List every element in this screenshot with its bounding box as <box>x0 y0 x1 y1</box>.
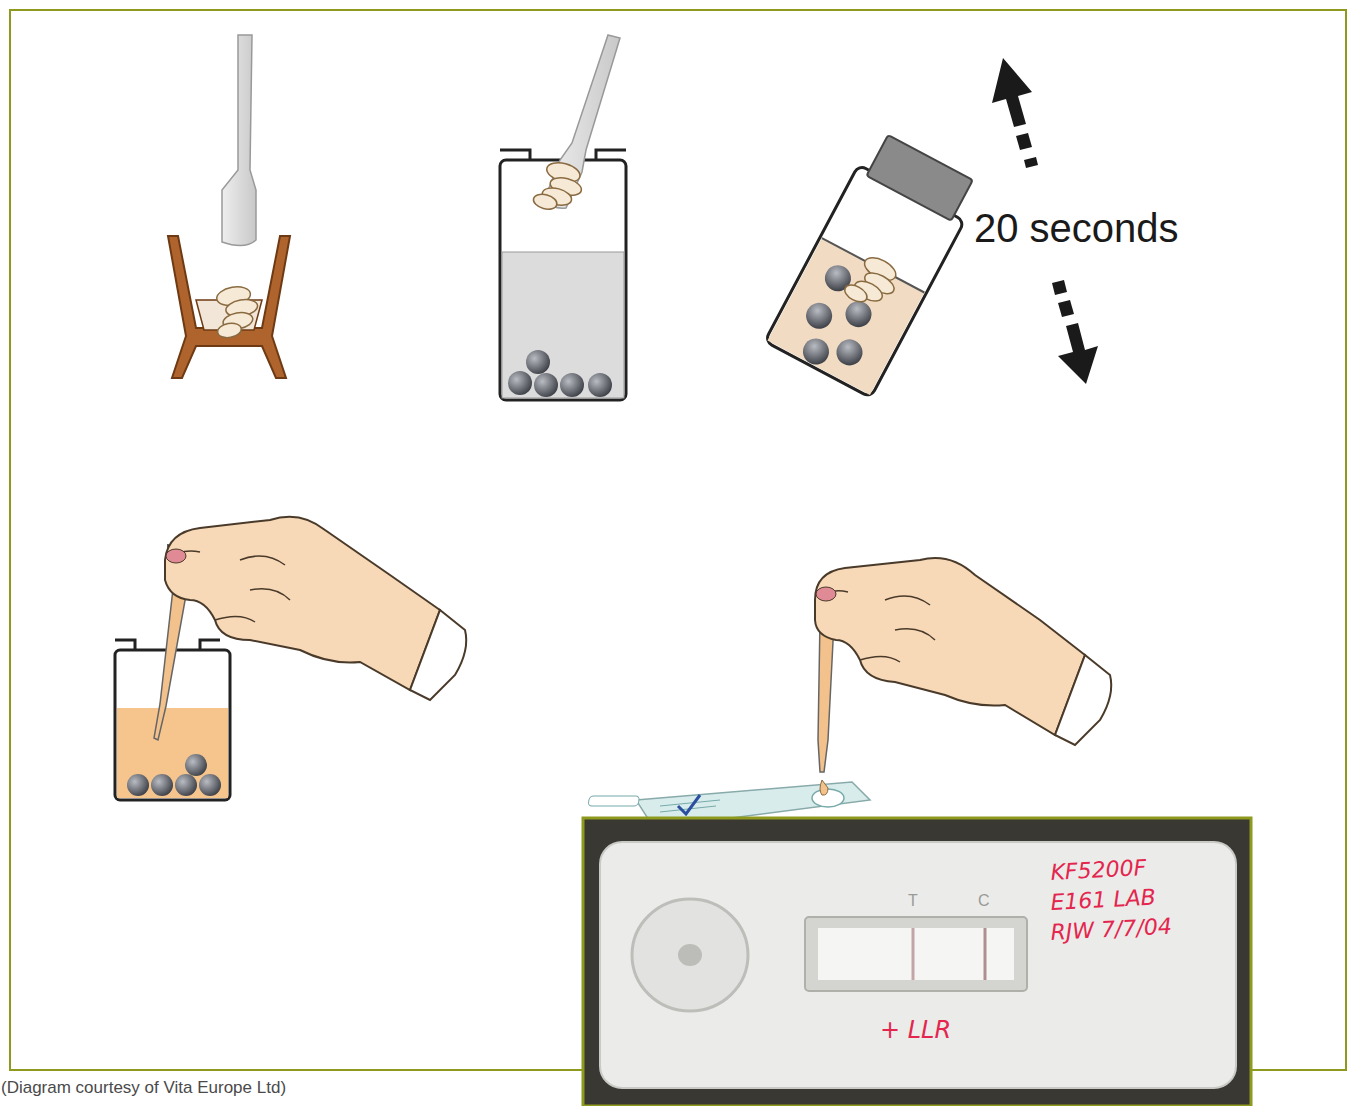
pestle <box>222 35 256 246</box>
duration-label: 20 seconds <box>974 208 1179 248</box>
mixed-liquid <box>117 708 228 798</box>
bottle-step <box>500 35 626 400</box>
cassette-photo <box>583 818 1251 1106</box>
photo-frame <box>583 818 1251 1106</box>
handwritten-note: + LLR <box>880 1018 951 1042</box>
handwritten-note: KF5200F <box>1050 857 1147 884</box>
larva <box>210 284 262 340</box>
handwritten-note: E161 LAB <box>1050 886 1156 913</box>
hand <box>165 517 440 690</box>
result-window <box>805 917 1027 991</box>
control-line-mark: C <box>978 893 990 909</box>
pipette-draw-step <box>115 517 466 800</box>
pipette <box>154 580 188 740</box>
larva <box>842 251 904 315</box>
mixed-liquid <box>767 238 924 395</box>
sample-well <box>632 899 748 1011</box>
buffer-liquid <box>502 252 624 398</box>
test-cassette <box>600 842 1236 1088</box>
sleeve-cuff <box>1055 655 1111 745</box>
test-line <box>912 928 915 980</box>
larva <box>532 158 587 217</box>
sleeve-cuff <box>410 610 466 700</box>
credit-caption: (Diagram courtesy of Vita Europe Ltd) <box>1 1079 286 1096</box>
mortar-stand <box>168 236 290 378</box>
pipette <box>818 620 834 772</box>
test-line-mark: T <box>908 893 918 909</box>
bottle-cap <box>866 135 972 221</box>
control-line <box>984 928 987 980</box>
drop <box>820 780 828 795</box>
hand <box>815 558 1085 735</box>
pipette-drop-step <box>588 558 1111 828</box>
shake-step <box>765 129 984 397</box>
mortar-step <box>168 35 290 378</box>
